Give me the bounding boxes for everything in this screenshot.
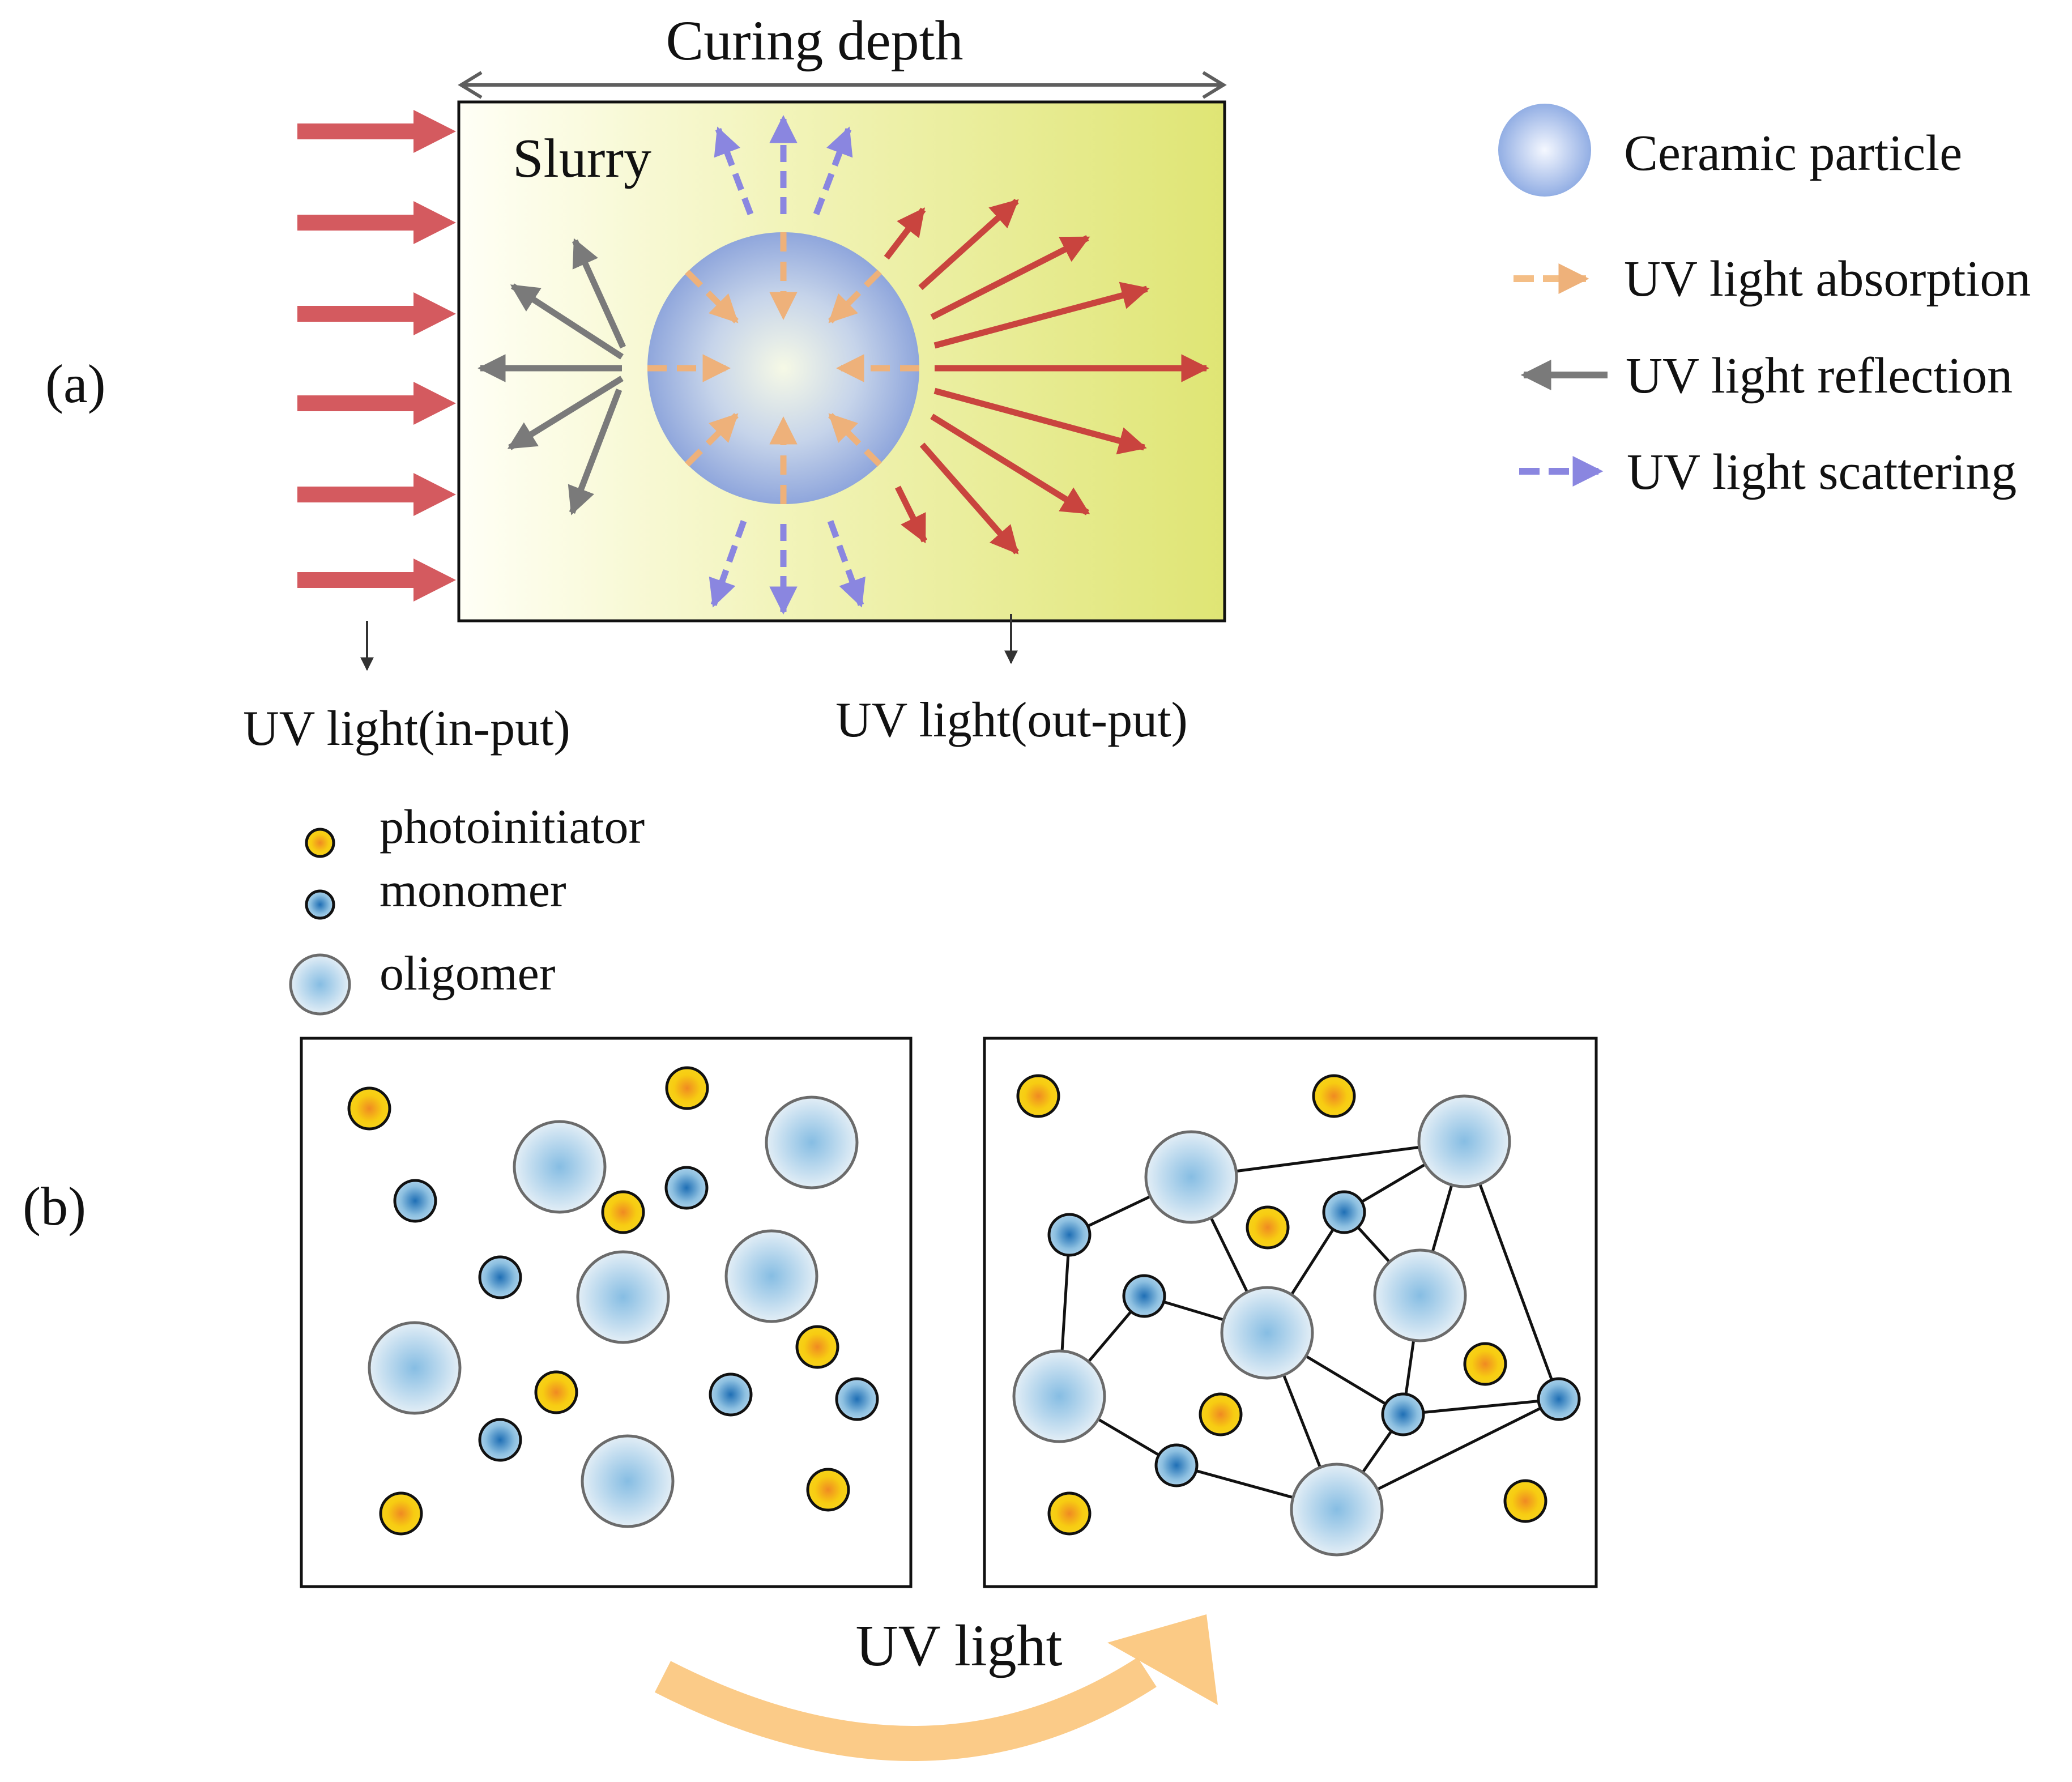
photoinitiator xyxy=(347,1086,391,1131)
reflection-arrow xyxy=(568,389,623,515)
scattering-arrow xyxy=(827,520,866,608)
absorption-arrow xyxy=(685,270,739,323)
input-arrow-head xyxy=(413,292,456,335)
reflection-arrows xyxy=(478,238,626,515)
monomer xyxy=(478,1255,522,1299)
monomer xyxy=(1154,1443,1199,1487)
input-arrow-head xyxy=(413,110,456,153)
input-arrow-head xyxy=(413,201,456,244)
uv-output-label: UV light(out-put) xyxy=(835,693,1188,748)
monomer xyxy=(1122,1274,1166,1318)
uv-light-curved-arrow xyxy=(654,1614,1218,1762)
photoinitiator xyxy=(1312,1074,1356,1118)
output-arrow xyxy=(930,235,1090,320)
monomer xyxy=(664,1166,709,1210)
oligomer xyxy=(1373,1248,1467,1342)
scattering-arrows xyxy=(709,115,866,615)
uv-input-arrows xyxy=(297,110,456,602)
photoinitiator xyxy=(1503,1479,1547,1523)
uv-input-label: UV light(in-put) xyxy=(243,701,570,756)
output-arrow xyxy=(930,413,1090,515)
legend-monomer-label: monomer xyxy=(380,863,566,917)
curved-arrow-head xyxy=(1107,1614,1218,1705)
oligomer xyxy=(1417,1094,1511,1188)
absorption-arrow xyxy=(828,413,882,467)
photoinitiator xyxy=(1199,1392,1243,1436)
legend-photoinitiator-label: photoinitiator xyxy=(380,799,645,854)
legend-reflection-label: UV light reflection xyxy=(1626,348,2013,404)
monomer xyxy=(1537,1377,1581,1421)
scattering-arrow xyxy=(714,126,754,215)
output-arrow xyxy=(933,387,1147,455)
panel-b-label: (b) xyxy=(23,1176,86,1237)
legend-absorption-label: UV light absorption xyxy=(1624,251,2031,307)
output-arrow xyxy=(884,207,926,260)
output-arrows xyxy=(884,198,1209,555)
oligomer xyxy=(1144,1130,1238,1224)
legend-ceramic-particle-label: Ceramic particle xyxy=(1624,125,1962,181)
input-arrow-head xyxy=(413,473,456,516)
panel-a-label: (a) xyxy=(45,353,106,414)
legend-monomer-icon xyxy=(305,889,335,920)
monomer xyxy=(393,1179,437,1223)
oligomer xyxy=(368,1321,462,1415)
reflection-arrow xyxy=(572,238,626,349)
reflection-arrow xyxy=(510,283,624,360)
monomer xyxy=(835,1377,879,1421)
oligomer xyxy=(513,1120,607,1214)
curing-depth-label: Curing depth xyxy=(666,9,963,72)
curved-arrow-body xyxy=(654,1657,1157,1762)
oligomer xyxy=(581,1434,675,1528)
photoinitiator xyxy=(795,1325,839,1369)
oligomer xyxy=(765,1095,859,1190)
output-arrow xyxy=(933,282,1150,349)
photoinitiator xyxy=(1463,1342,1507,1386)
output-arrow xyxy=(895,485,927,544)
monomer xyxy=(478,1418,522,1462)
reflection-arrow xyxy=(507,376,624,450)
monomer xyxy=(1381,1392,1425,1436)
output-arrow xyxy=(919,442,1020,555)
legend-oligomer-label: oligomer xyxy=(380,946,556,1000)
legend-scattering-label: UV light scattering xyxy=(1627,444,2016,500)
scattering-arrow xyxy=(813,126,853,215)
scattering-arrow xyxy=(709,520,747,608)
oligomer xyxy=(1220,1286,1314,1380)
uv-light-label: UV light xyxy=(855,1613,1062,1678)
photoinitiator xyxy=(379,1491,423,1536)
absorption-arrow xyxy=(685,413,739,467)
photoinitiator xyxy=(665,1066,709,1110)
photoinitiator xyxy=(1047,1491,1092,1536)
legend-ceramic-particle-icon xyxy=(1498,104,1591,197)
monomer xyxy=(1047,1213,1092,1257)
panel-b-legend: photoinitiator monomer oligomer xyxy=(289,799,645,1016)
oligomer xyxy=(724,1229,818,1323)
monomer xyxy=(709,1372,753,1417)
photoinitiator xyxy=(1246,1205,1290,1250)
photoinitiator xyxy=(601,1190,645,1234)
photoinitiator xyxy=(806,1468,850,1512)
slurry-label: Slurry xyxy=(513,128,651,189)
absorption-arrow xyxy=(828,270,882,323)
output-arrow xyxy=(918,198,1019,291)
monomer xyxy=(1322,1190,1366,1234)
photoinitiator xyxy=(1016,1074,1060,1118)
legend-photoinitiator-icon xyxy=(305,828,335,858)
oligomer xyxy=(576,1250,670,1344)
panel-a-legend: Ceramic particle UV light absorption UV … xyxy=(1498,104,2031,500)
bond xyxy=(1402,1397,1559,1416)
curing-depth-arrow xyxy=(458,71,1227,99)
absorption-arrows xyxy=(647,232,919,504)
oligomer xyxy=(1012,1349,1106,1443)
cured-molecules xyxy=(1012,1074,1581,1557)
oligomer xyxy=(1290,1463,1384,1557)
input-arrow-head xyxy=(413,382,456,425)
uncured-molecules xyxy=(347,1066,879,1536)
legend-oligomer-icon xyxy=(289,953,351,1016)
input-arrow-head xyxy=(413,559,456,602)
photoinitiator xyxy=(534,1370,578,1414)
